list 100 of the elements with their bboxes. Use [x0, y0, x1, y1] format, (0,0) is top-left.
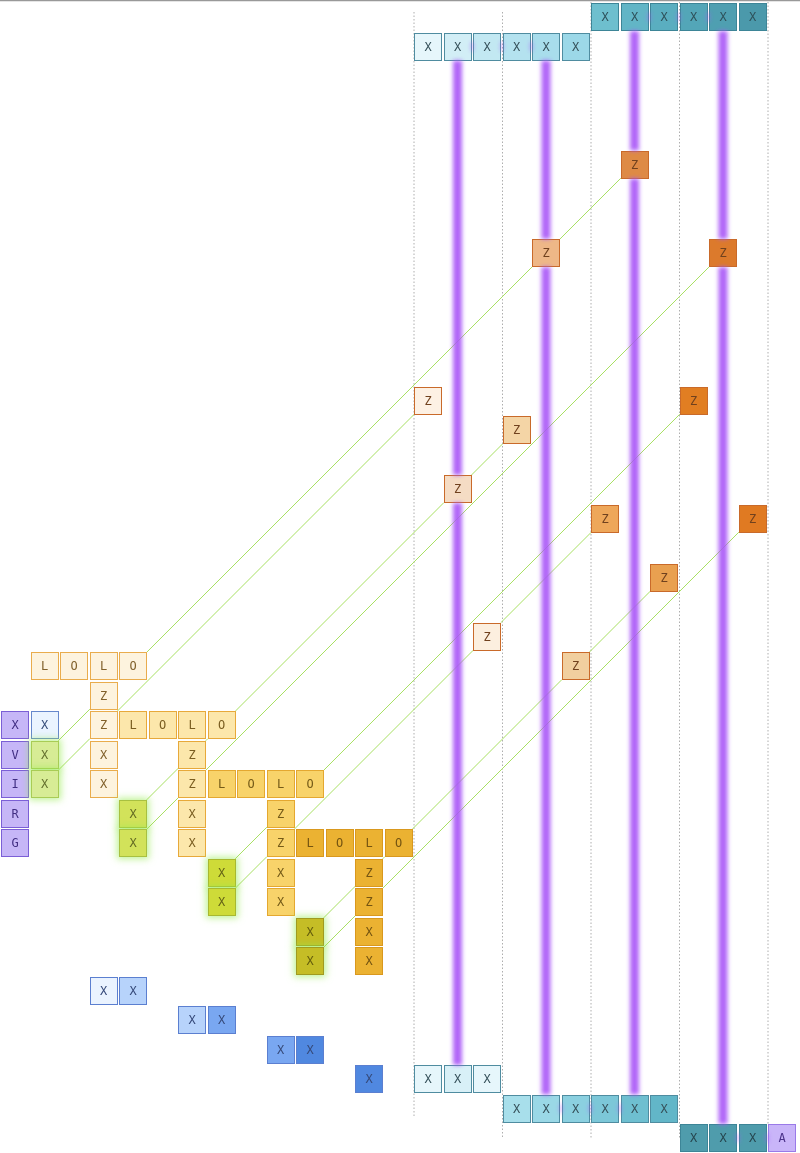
letter-tile: L	[119, 711, 147, 739]
letter-tile: L	[89, 652, 118, 680]
letter-tile: X	[679, 1124, 708, 1152]
letter-tile: L	[355, 829, 383, 857]
letter-tile: X	[178, 799, 206, 828]
letter-tile: V	[1, 740, 29, 769]
diagonal-line	[235, 827, 267, 859]
letter-tile: X	[620, 1094, 649, 1123]
diagonal-line	[323, 414, 680, 771]
diagonal-line	[205, 266, 710, 771]
letter-tile: Z	[89, 711, 118, 739]
letter-tile: Z	[473, 622, 501, 651]
letter-tile: X	[30, 740, 59, 769]
letter-tile: X	[355, 1065, 383, 1093]
diagonal-line	[323, 915, 356, 948]
letter-tile: X	[30, 711, 59, 739]
highlight-path	[471, 42, 473, 51]
letter-tile: O	[384, 829, 413, 857]
letter-tile: Z	[443, 475, 472, 503]
letter-tile: X	[650, 1094, 678, 1123]
letter-tile: X	[119, 829, 147, 857]
highlight-path	[541, 60, 551, 239]
highlight-path	[541, 267, 551, 1095]
letter-tile: X	[296, 917, 324, 946]
letter-tile: A	[768, 1124, 796, 1152]
highlight-path	[530, 42, 532, 51]
letter-tile: X	[355, 917, 383, 946]
letter-tile: X	[532, 32, 560, 61]
letter-tile: X	[473, 32, 501, 61]
letter-tile: R	[1, 799, 29, 828]
letter-tile: X	[738, 3, 767, 31]
letter-tile: X	[355, 947, 383, 975]
letter-tile: X	[738, 1124, 767, 1152]
letter-tile: Z	[266, 799, 295, 828]
letter-tile: Z	[502, 416, 531, 444]
letter-tile: I	[1, 770, 29, 798]
letter-tile: X	[266, 1035, 295, 1064]
highlight-path	[589, 1104, 591, 1113]
letter-tile: Z	[178, 770, 206, 798]
letter-tile: Z	[709, 239, 737, 267]
highlight-path	[648, 12, 650, 22]
letter-tile: X	[414, 32, 442, 61]
diagonal-line	[58, 709, 90, 741]
highlight-path	[630, 178, 639, 1095]
highlight-path	[707, 12, 709, 22]
highlight-path	[678, 12, 680, 22]
letter-tile: L	[30, 652, 59, 680]
diagonal-line	[294, 650, 474, 830]
letter-tile: Z	[738, 504, 767, 533]
letter-tile: X	[207, 888, 236, 916]
highlight-path	[718, 267, 728, 1124]
diagonal-line	[323, 886, 356, 918]
diagonal-line	[382, 532, 739, 889]
letter-tile: X	[709, 3, 737, 31]
letter-tile: L	[296, 829, 324, 857]
letter-tile: X	[30, 770, 59, 798]
letter-tile: X	[591, 3, 619, 31]
letter-tile: X	[443, 1065, 472, 1093]
letter-tile: X	[502, 32, 531, 61]
letter-tile: X	[207, 1006, 236, 1034]
highlight-path	[766, 1133, 768, 1143]
letter-tile: X	[1, 711, 29, 739]
letter-tile: Z	[591, 504, 619, 533]
diagonal-line	[58, 738, 90, 771]
letter-tile: X	[591, 1094, 619, 1123]
letter-tile: X	[178, 829, 206, 857]
highlight-path	[453, 503, 462, 1065]
diagonal-line	[235, 502, 444, 712]
diagonal-line	[412, 679, 562, 830]
diagonal-line	[235, 856, 267, 889]
letter-tile: Z	[266, 829, 295, 857]
highlight-path	[619, 1104, 621, 1113]
diagonal-line	[382, 856, 385, 859]
letter-tile: G	[1, 829, 29, 857]
letter-tile: X	[443, 32, 472, 61]
letter-tile: X	[119, 976, 147, 1005]
letter-tile: X	[650, 3, 678, 31]
letter-tile: X	[679, 3, 708, 31]
letter-tile: X	[119, 799, 147, 828]
diagonal-line	[471, 443, 503, 476]
letter-tile: Z	[532, 239, 560, 267]
letter-tile: X	[207, 858, 236, 887]
letter-tile: O	[60, 652, 88, 680]
diagonal-line	[146, 266, 533, 653]
letter-tile: Z	[414, 386, 442, 415]
letter-tile: O	[148, 711, 177, 739]
highlight-path	[737, 1133, 739, 1143]
diagonal-line	[146, 797, 179, 830]
letter-tile: X	[178, 1006, 206, 1034]
letter-tile: X	[266, 888, 295, 916]
letter-tile: Z	[650, 563, 678, 592]
diagonal-line	[500, 532, 592, 623]
letter-tile: L	[266, 770, 295, 798]
letter-tile: X	[89, 976, 118, 1005]
diagonal-line	[559, 178, 621, 240]
letter-tile: Z	[355, 888, 383, 916]
highlight-path	[630, 31, 639, 151]
letter-tile: Z	[620, 150, 649, 179]
highlight-path	[560, 1104, 562, 1113]
letter-tile: X	[532, 1094, 560, 1123]
